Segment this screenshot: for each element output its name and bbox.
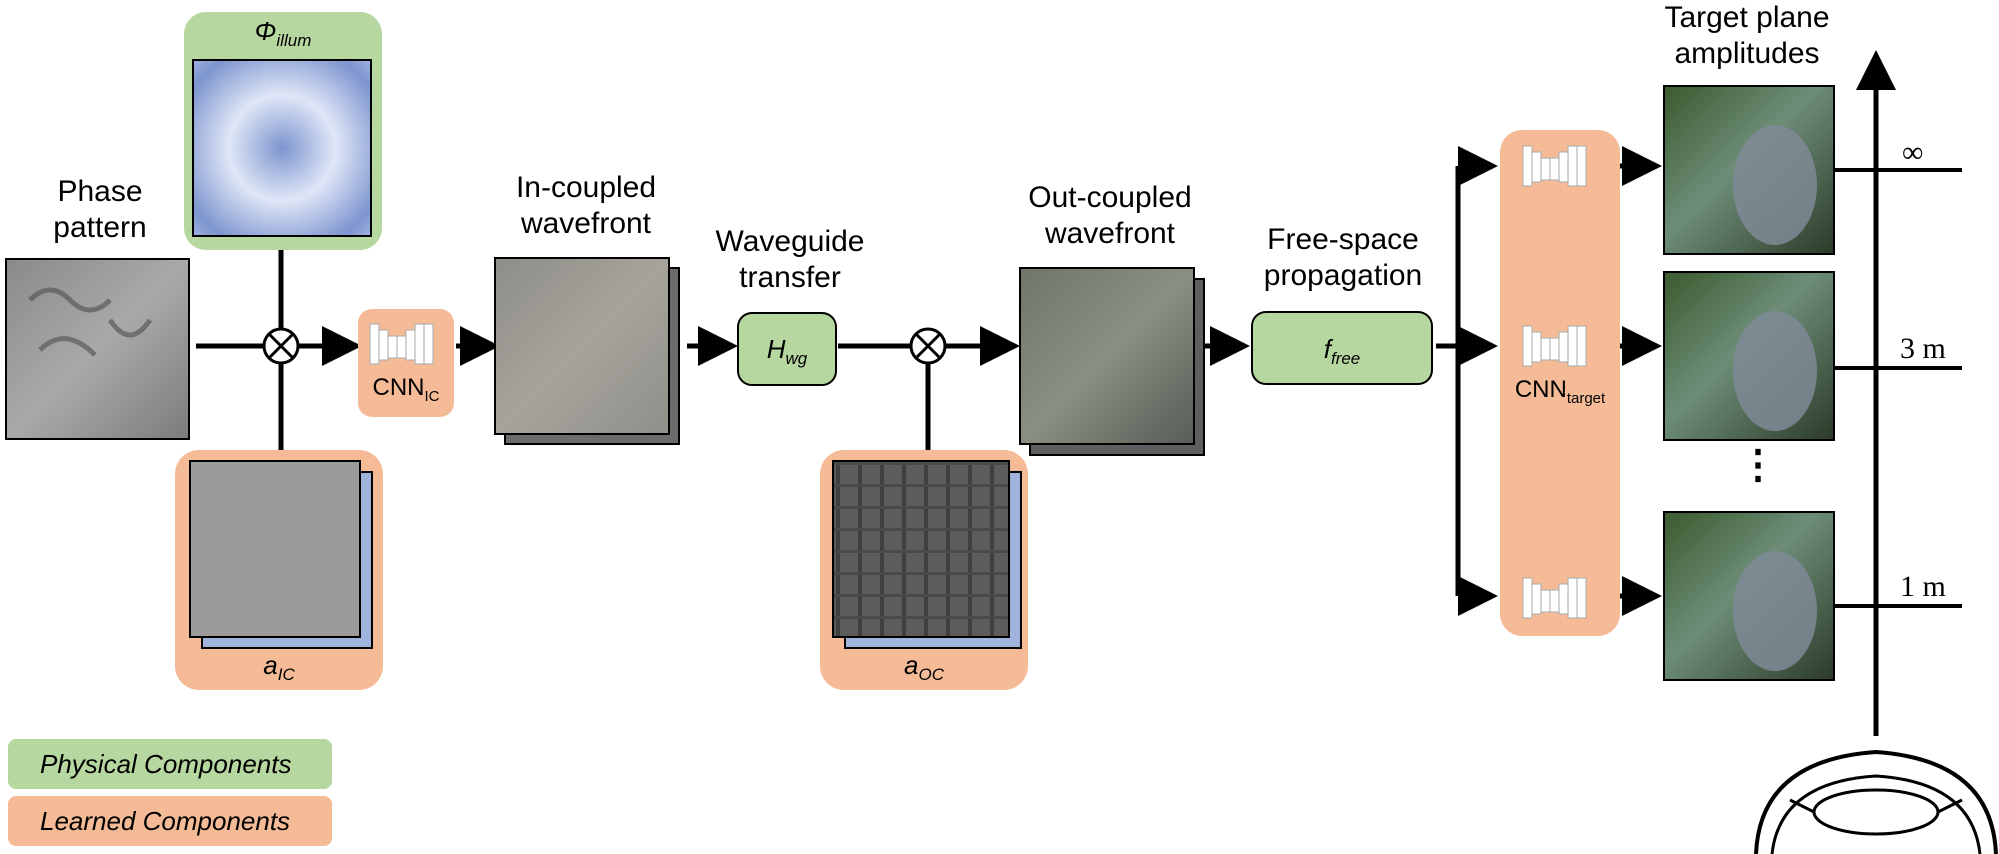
phi-illum-pattern (192, 59, 372, 237)
a-ic-symbol: aIC (263, 650, 295, 685)
in-coupled-label: In-coupled wavefront (515, 171, 657, 240)
a-ic-plane-front (189, 460, 361, 638)
free-space-label: Free-space propagation (1263, 223, 1423, 292)
phi-illum-symbol: Φillum (254, 16, 312, 51)
target-plane-label: Target plane amplitudes (1664, 1, 1830, 70)
distance-3m: 3 m (1900, 332, 1946, 365)
legend-learned: Learned Components (8, 796, 332, 846)
cnn-target-box (1500, 130, 1620, 636)
out-coupled-label: Out-coupled wavefront (1028, 181, 1192, 250)
cnn-ic-icon (369, 323, 434, 365)
waveguide-label: Waveguide transfer (715, 225, 865, 294)
f-free-symbol: ffree (1323, 334, 1361, 369)
ellipsis-dots: ⋮ (1738, 442, 1778, 487)
a-oc-symbol: aOC (904, 650, 944, 685)
out-coupled-front (1019, 267, 1195, 445)
eye-icon (1754, 749, 1998, 854)
cnn-target-icon-bottom (1522, 577, 1587, 619)
f-free-box (1251, 311, 1433, 385)
distance-1m: 1 m (1900, 570, 1946, 603)
h-wg-symbol: Hwg (766, 334, 808, 369)
distance-infinity: ∞ (1902, 136, 1924, 169)
cnn-ic-label: CNNIC (372, 374, 440, 405)
cnn-target-icon-mid (1522, 325, 1587, 367)
phase-pattern-label: Phase pattern (53, 175, 147, 244)
cnn-target-label: CNNtarget (1514, 376, 1606, 407)
phase-pattern-image (5, 258, 190, 440)
in-coupled-front (494, 257, 670, 435)
h-wg-box (737, 312, 837, 386)
a-oc-plane-front (832, 460, 1010, 638)
legend-physical: Physical Components (8, 739, 332, 789)
cnn-target-icon-top (1522, 145, 1587, 187)
